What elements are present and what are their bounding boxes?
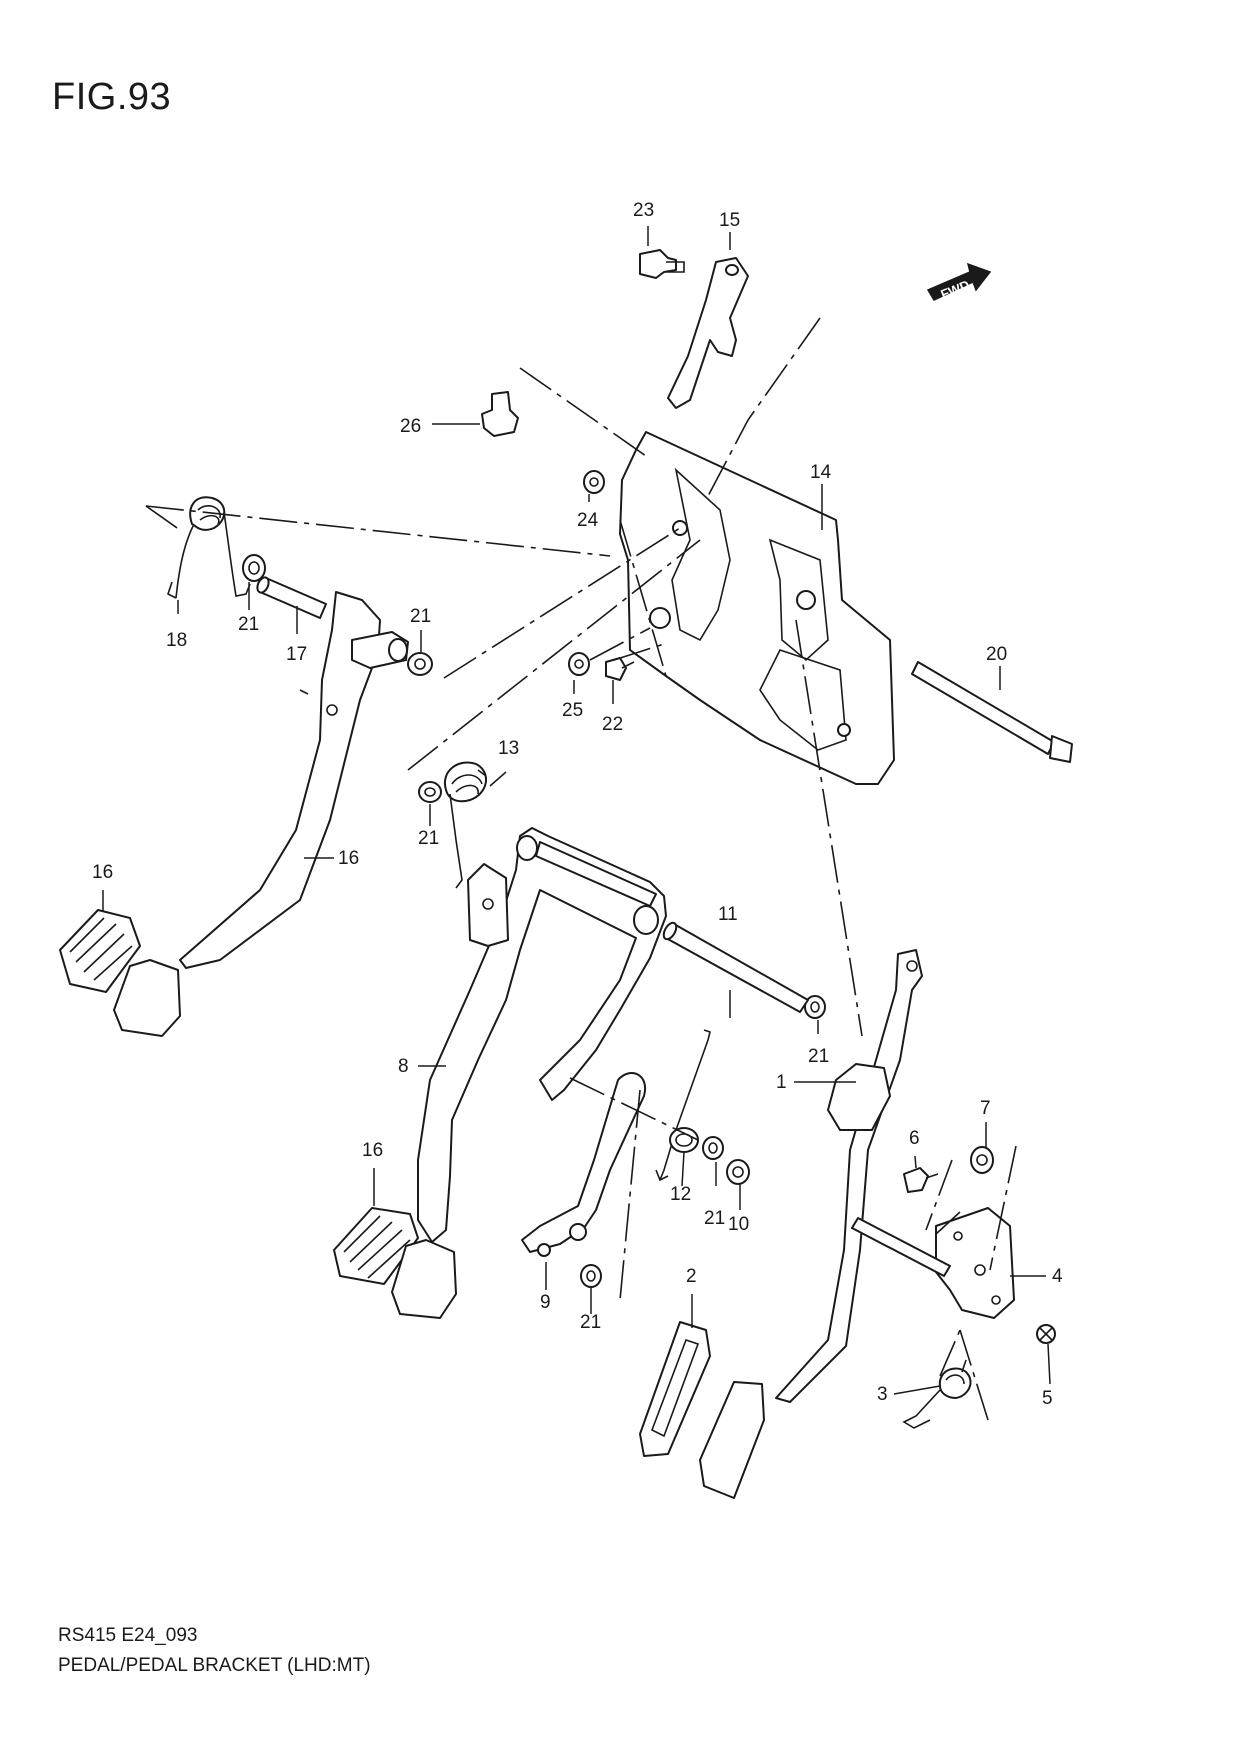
part-20-long-bolt [911, 661, 1073, 763]
callout-15: 15 [719, 210, 740, 231]
part-13-assist-spring [443, 761, 487, 889]
part-25-nut [568, 652, 590, 676]
figure-title: FIG.93 [52, 76, 172, 118]
fwd-direction-badge: FWD [926, 262, 992, 302]
part-24-nut [583, 470, 605, 494]
callout-9: 9 [540, 1292, 551, 1313]
callout-6: 6 [909, 1128, 920, 1149]
part-21-bushing-f [580, 1264, 602, 1288]
callout-22: 22 [602, 714, 623, 735]
figure-caption: PEDAL/PEDAL BRACKET (LHD:MT) [58, 1655, 371, 1676]
callout-leader-lines [102, 226, 1051, 1395]
callout-21-a: 21 [238, 614, 259, 635]
part-2-accelerator-pad [639, 1321, 765, 1499]
callout-16-a: 16 [92, 862, 113, 883]
callout-3: 3 [877, 1384, 888, 1405]
part-21-bushing-d [804, 995, 826, 1019]
part-16-pedal-pad-a [59, 909, 141, 993]
part-4-accelerator-bracket [851, 1207, 1015, 1319]
callout-24: 24 [577, 510, 599, 531]
part-14-pedal-bracket [619, 431, 895, 785]
assembly-guide-lines [145, 317, 1017, 1421]
callout-5: 5 [1042, 1388, 1053, 1409]
callout-23: 23 [633, 200, 654, 221]
callout-19: 18 [166, 630, 187, 651]
part-21-bushing-e [702, 1136, 724, 1160]
callout-18: 17 [286, 644, 307, 665]
part-7-nut [970, 1146, 994, 1174]
part-1-accelerator-pedal-arm [775, 949, 923, 1403]
brake-pedal-foot [391, 1239, 457, 1319]
fwd-label: FWD [938, 277, 971, 302]
callout-21-b: 21 [410, 606, 431, 627]
part-21-bushing-b [407, 652, 433, 676]
callout-20: 20 [986, 644, 1007, 665]
callout-21-c: 21 [418, 828, 439, 849]
part-11-pivot-pin [662, 921, 809, 1013]
callout-26: 26 [400, 416, 421, 437]
part-23-bolt [639, 249, 685, 279]
callout-10: 10 [728, 1214, 749, 1235]
part-8-brake-pedal-arm [417, 827, 667, 1243]
part-26-flange-bolt [481, 391, 519, 437]
part-9-link-lever [521, 1072, 647, 1257]
callout-25: 25 [562, 700, 583, 721]
callout-2: 2 [686, 1266, 697, 1287]
part-18-pin [256, 576, 327, 619]
part-17-clutch-pedal-arm [179, 591, 409, 969]
callout-21-d: 21 [808, 1046, 829, 1067]
part-15-bracket [667, 257, 749, 409]
part-12-return-spring [655, 1029, 711, 1182]
part-10-washer [726, 1159, 750, 1185]
part-3-spring [902, 1359, 972, 1429]
callout-14: 14 [810, 462, 832, 483]
part-16-pedal-pad-b [333, 1207, 419, 1285]
callout-8: 8 [398, 1056, 409, 1077]
clutch-pedal-foot [113, 959, 181, 1037]
callout-11: 11 [718, 904, 738, 925]
callout-numbers: 23 15 26 24 14 20 18 21 17 21 25 22 13 2… [92, 200, 1063, 1409]
callout-16-b: 16 [362, 1140, 383, 1161]
model-code: RS415 E24_093 [58, 1625, 198, 1646]
callout-21-f: 21 [580, 1312, 601, 1333]
callout-17: 16 [338, 848, 359, 869]
part-6-bolt [903, 1167, 939, 1193]
part-21-bushing-c [418, 781, 442, 803]
part-21-bushing-a [242, 554, 266, 582]
callout-7: 7 [980, 1098, 991, 1119]
part-19-return-spring [167, 496, 251, 599]
callout-4: 4 [1052, 1266, 1063, 1287]
part-5-clip [1036, 1324, 1056, 1344]
callout-12: 12 [670, 1184, 691, 1205]
part-22-bolt [605, 657, 635, 681]
callout-21-e: 21 [704, 1208, 725, 1229]
callout-13: 13 [498, 738, 519, 759]
callout-1: 1 [776, 1072, 787, 1093]
brake-switch-plate [467, 863, 509, 947]
